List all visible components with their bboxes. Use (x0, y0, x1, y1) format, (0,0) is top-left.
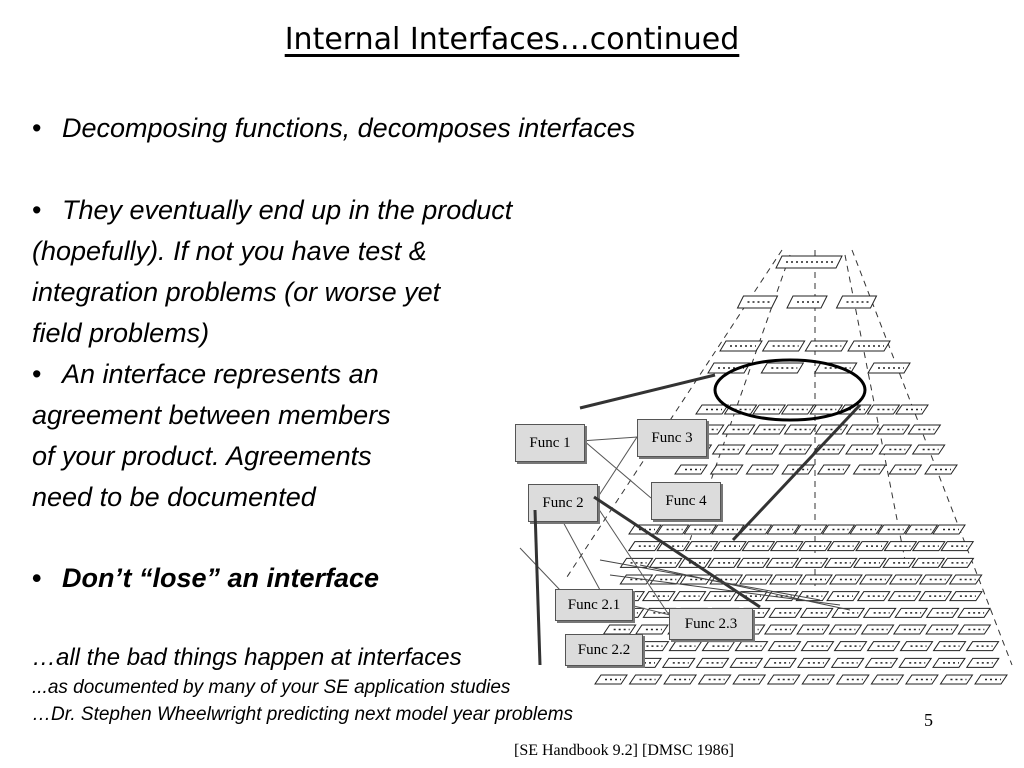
bullet-4: • Don’t “lose” an interface (32, 558, 379, 599)
bullet-1: • Decomposing functions, decomposes inter… (32, 108, 635, 149)
func-2-box: Func 2 (528, 484, 598, 522)
func-2-1-box: Func 2.1 (555, 589, 633, 621)
footer-line-2: ...as documented by many of your SE appl… (32, 677, 511, 698)
func-connector-line (561, 519, 601, 591)
bullet-3-line-2: agreement between members (32, 400, 391, 430)
footer-line-1: …all the bad things happen at interfaces (32, 644, 462, 671)
bullet-3-line-3: of your product. Agreements (32, 441, 372, 471)
func-connector-line (519, 547, 561, 591)
footer-line-3: …Dr. Stephen Wheelwright predicting next… (32, 704, 574, 725)
func-1-box: Func 1 (515, 424, 585, 462)
bullet-2-line-3: integration problems (or worse yet (32, 277, 441, 307)
citation: [SE Handbook 9.2] [DMSC 1986] (514, 742, 734, 759)
pyramid-tile (775, 255, 843, 269)
bullet-2-line-2: (hopefully). If not you have test & (32, 236, 427, 266)
bullet-1-line-1: Decomposing functions, decomposes interf… (62, 113, 636, 143)
bullet-marker: • (32, 195, 42, 225)
bullet-2: • They eventually end up in the product (… (32, 190, 512, 354)
bullet-4-line-1: Don’t “lose” an interface (62, 563, 380, 593)
func-connector-line (582, 439, 652, 499)
slide-title: Internal Interfaces…continued (284, 22, 740, 57)
page-number: 5 (924, 710, 933, 730)
func-2-3-box: Func 2.3 (669, 608, 753, 640)
bullet-3-line-1: An interface represents an (62, 359, 379, 389)
func-2-2-box: Func 2.2 (565, 634, 643, 666)
bullet-3-line-4: need to be documented (32, 482, 316, 512)
bullet-marker: • (32, 359, 42, 389)
pyramid-edge-line (851, 249, 1013, 666)
func-3-box: Func 3 (637, 419, 707, 457)
bullet-2-line-1: They eventually end up in the product (62, 195, 513, 225)
func-4-box: Func 4 (651, 482, 721, 520)
func-connector-line (595, 436, 638, 501)
bullet-3: • An interface represents an agreement be… (32, 354, 391, 518)
bullet-marker: • (32, 113, 42, 143)
bullet-2-line-4: field problems) (32, 318, 210, 348)
bullet-marker: • (32, 563, 42, 593)
